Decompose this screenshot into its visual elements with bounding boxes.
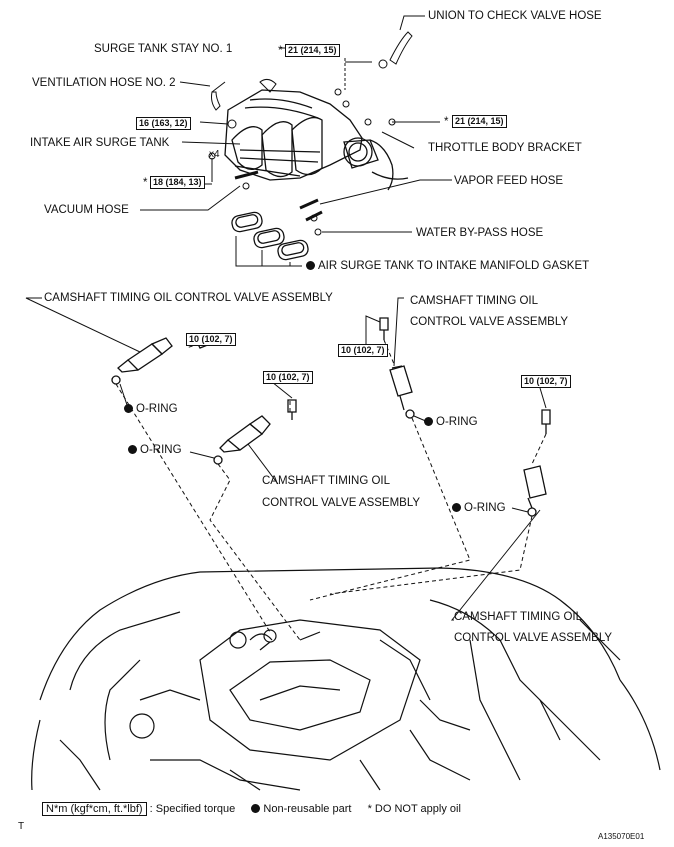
gasket-label-text: AIR SURGE TANK TO INTAKE MANIFOLD GASKET (318, 260, 590, 272)
camshaft-d-label-1: CAMSHAFT TIMING OIL (454, 611, 583, 623)
camshaft-c-label-1: CAMSHAFT TIMING OIL (410, 295, 539, 307)
camshaft-a-label: CAMSHAFT TIMING OIL CONTROL VALVE ASSEMB… (44, 292, 333, 304)
torque-badge-10-b: 10 (102, 7) (263, 371, 313, 384)
star-mark-2: * (444, 116, 449, 128)
top-leaders (140, 15, 452, 267)
camshaft-c-label-2: CONTROL VALVE ASSEMBLY (410, 316, 569, 328)
qty-x4: x4 (209, 149, 220, 160)
vacuum-hose-label: VACUUM HOSE (44, 204, 129, 216)
torque-badge-10-d: 10 (102, 7) (521, 375, 571, 388)
legend-torque-unit-box: N*m (kgf*cm, ft.*lbf) (42, 802, 147, 816)
legend-nonreusable: Non-reusable part (263, 803, 352, 815)
gaskets (231, 211, 309, 261)
vent-hose-label: VENTILATION HOSE NO. 2 (32, 77, 176, 89)
nonreusable-dot-icon (452, 503, 461, 512)
valve-b (213, 399, 297, 465)
nonreusable-dot-icon (306, 261, 315, 270)
corner-mark: T (18, 821, 25, 832)
intake-surge-tank-drawing (224, 89, 409, 191)
star-mark-3: * (143, 177, 148, 189)
oring-c-text: O-RING (436, 416, 478, 428)
oring-a: O-RING (124, 403, 178, 416)
oring-a-text: O-RING (136, 403, 178, 415)
valve-d (523, 409, 551, 517)
surge-stay-label: SURGE TANK STAY NO. 1 (94, 43, 233, 55)
oring-d: O-RING (452, 502, 506, 515)
torque-badge-16: 16 (163, 12) (136, 117, 191, 130)
legend-nonreusable-dot-icon (251, 804, 261, 813)
oring-d-text: O-RING (464, 502, 506, 514)
legend: N*m (kgf*cm, ft.*lbf) : Specified torque… (42, 802, 461, 816)
oring-b-text: O-RING (140, 444, 182, 456)
throttle-bracket-label: THROTTLE BODY BRACKET (428, 142, 582, 154)
placement-dashes (115, 339, 547, 641)
middle-leaders (25, 297, 547, 621)
camshaft-d-label-2: CONTROL VALVE ASSEMBLY (454, 632, 613, 644)
nonreusable-dot-icon (124, 404, 133, 413)
camshaft-b-label-2: CONTROL VALVE ASSEMBLY (262, 497, 421, 509)
oring-c: O-RING (424, 416, 478, 429)
union-hose-label: UNION TO CHECK VALVE HOSE (428, 10, 602, 22)
legend-no-apply-oil: * DO NOT apply oil (367, 803, 461, 815)
nonreusable-dot-icon (128, 445, 137, 454)
water-hose-label: WATER BY-PASS HOSE (416, 227, 544, 239)
engine-bay-drawing (31, 567, 661, 791)
torque-badge-10-a: 10 (102, 7) (186, 333, 236, 346)
torque-badge-10-c: 10 (102, 7) (338, 344, 388, 357)
nonreusable-dot-icon (424, 417, 433, 426)
legend-specified-torque: : Specified torque (149, 803, 236, 815)
vapor-hose-label: VAPOR FEED HOSE (454, 175, 564, 187)
valve-c (379, 317, 415, 419)
figure-id: A135070E01 (598, 832, 645, 841)
oring-b: O-RING (128, 444, 182, 457)
intake-tank-label: INTAKE AIR SURGE TANK (30, 137, 170, 149)
torque-badge-21-a: 21 (214, 15) (285, 44, 340, 57)
camshaft-b-label-1: CAMSHAFT TIMING OIL (262, 475, 391, 487)
gasket-label: AIR SURGE TANK TO INTAKE MANIFOLD GASKET (306, 260, 589, 273)
torque-badge-21-b: 21 (214, 15) (452, 115, 507, 128)
star-mark-1: * (278, 45, 283, 57)
torque-badge-18: 18 (184, 13) (150, 176, 205, 189)
